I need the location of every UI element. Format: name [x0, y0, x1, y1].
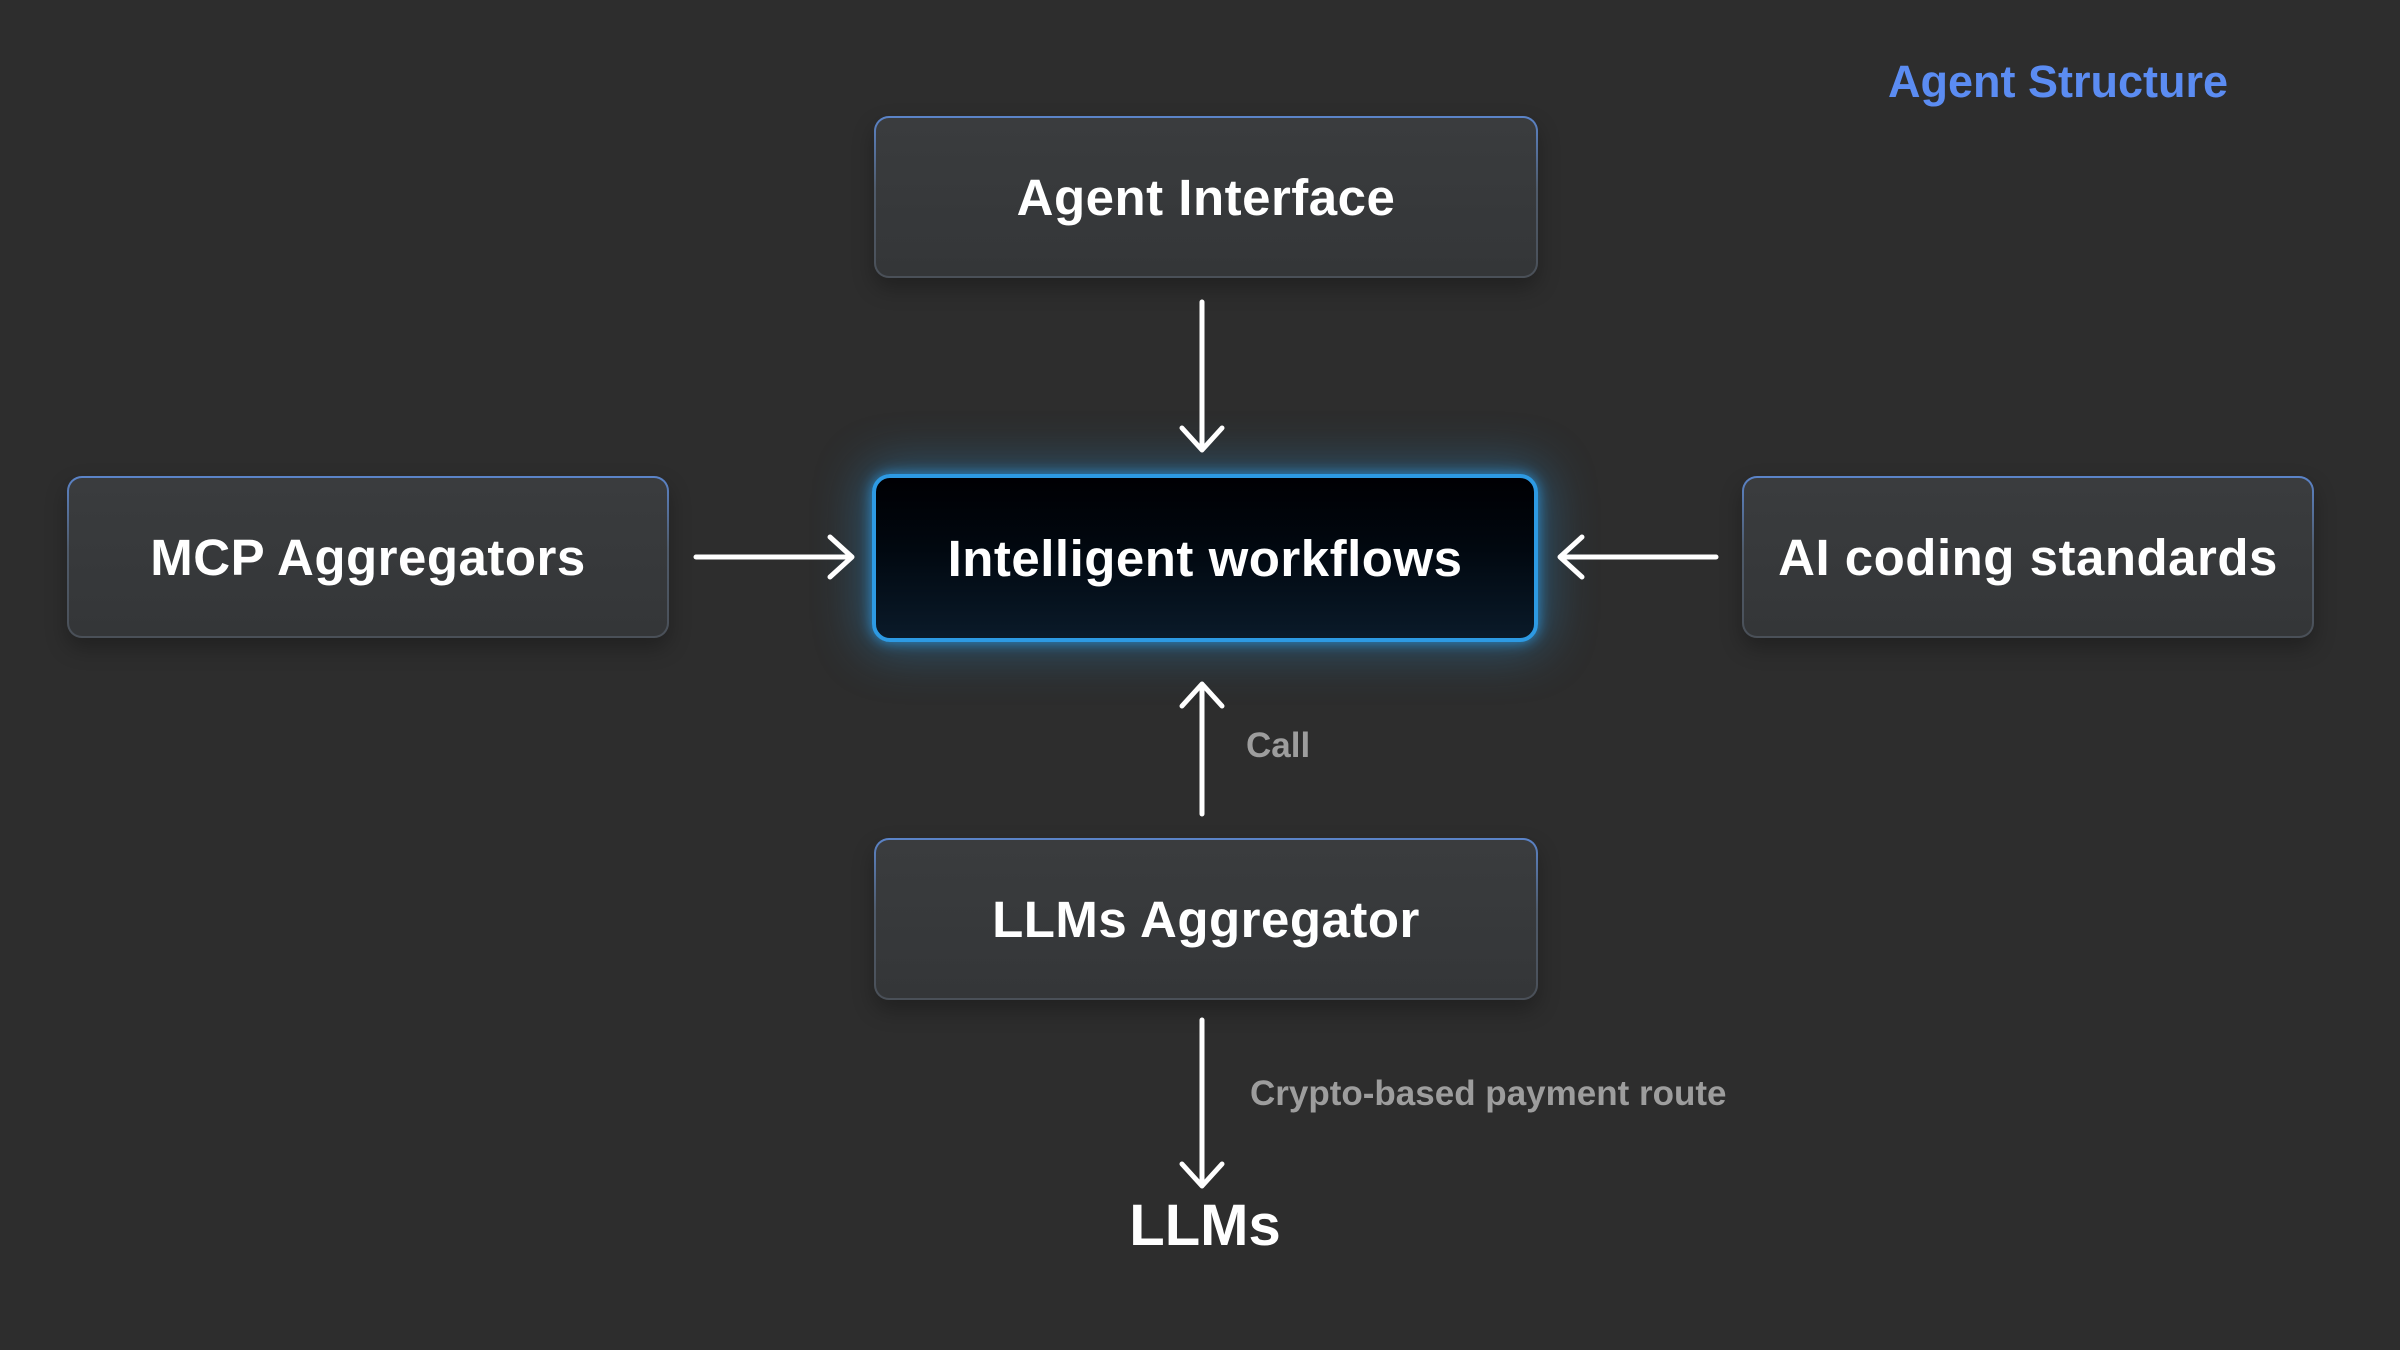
- edge-label-crypto-payment-route: Crypto-based payment route: [1250, 1074, 1727, 1113]
- arrow-llms-aggregator-to-llms-icon: [1179, 1017, 1225, 1189]
- node-ai-coding-standards-body: AI coding standards: [1744, 478, 2312, 636]
- node-llms-aggregator-label: LLMs Aggregator: [992, 890, 1420, 948]
- arrow-ai-coding-standards-to-intelligent-workflows-icon: [1557, 534, 1719, 580]
- node-mcp-aggregators: MCP Aggregators: [67, 476, 669, 638]
- arrow-agent-interface-to-intelligent-workflows-icon: [1179, 299, 1225, 453]
- node-llms-aggregator-body: LLMs Aggregator: [876, 840, 1536, 998]
- node-llms-aggregator: LLMs Aggregator: [874, 838, 1538, 1000]
- node-llms-label: LLMs: [1129, 1193, 1281, 1258]
- edge-label-call: Call: [1246, 726, 1311, 765]
- node-ai-coding-standards: AI coding standards: [1742, 476, 2314, 638]
- node-mcp-aggregators-body: MCP Aggregators: [69, 478, 667, 636]
- node-agent-interface: Agent Interface: [874, 116, 1538, 278]
- node-intelligent-workflows-label: Intelligent workflows: [947, 529, 1463, 587]
- node-ai-coding-standards-label: AI coding standards: [1778, 528, 2278, 586]
- node-agent-interface-body: Agent Interface: [876, 118, 1536, 276]
- arrow-llms-aggregator-to-intelligent-workflows-icon: [1179, 681, 1225, 817]
- diagram-title: Agent Structure: [1888, 56, 2229, 107]
- node-mcp-aggregators-label: MCP Aggregators: [150, 528, 586, 586]
- arrow-mcp-aggregators-to-intelligent-workflows-icon: [693, 534, 855, 580]
- node-agent-interface-label: Agent Interface: [1016, 168, 1396, 226]
- node-intelligent-workflows: Intelligent workflows: [872, 474, 1538, 642]
